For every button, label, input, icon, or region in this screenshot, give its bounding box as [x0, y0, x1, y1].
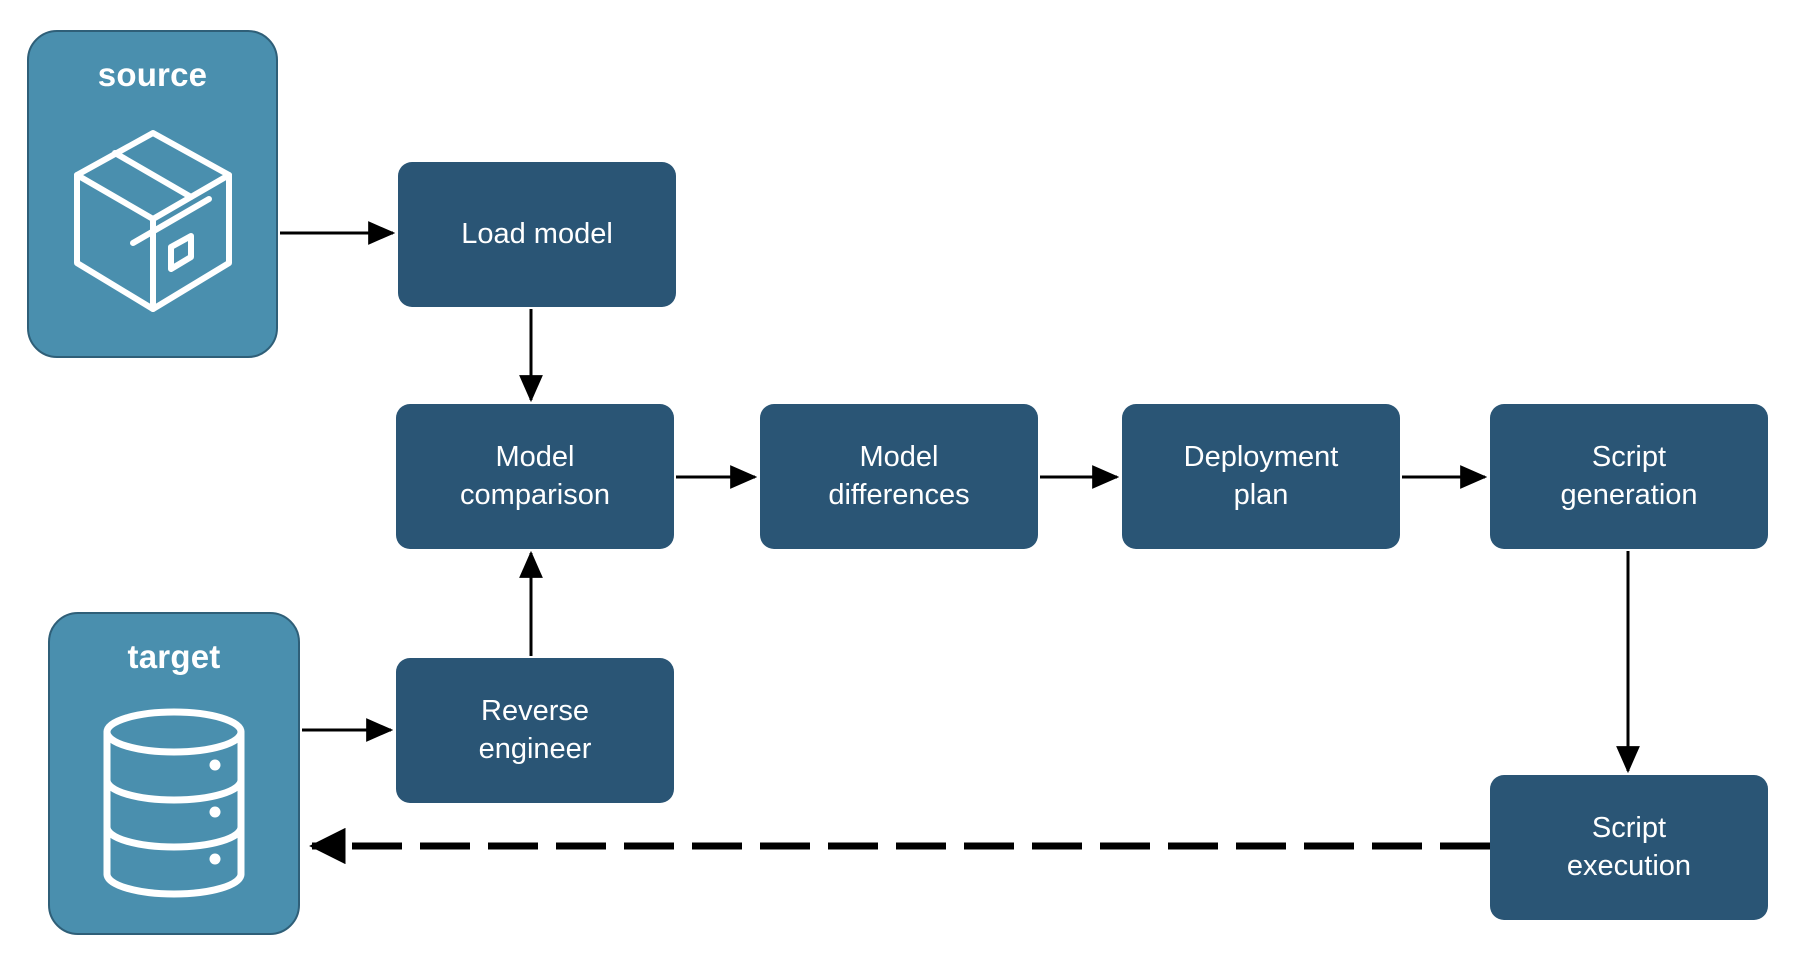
node-reverse-engineer[interactable]: Reverse engineer [396, 658, 674, 803]
node-model-differences-label: Model differences [828, 441, 970, 511]
node-script-generation-label: Script generation [1560, 441, 1698, 511]
node-deployment-plan-label: Deployment plan [1183, 441, 1339, 511]
node-load-model-label: Load model [461, 217, 613, 250]
endpoint-source-label: source [97, 56, 208, 93]
node-deployment-plan[interactable]: Deployment plan [1122, 404, 1400, 549]
node-reverse-engineer-label: Reverse engineer [478, 695, 592, 765]
node-model-comparison-label: Model comparison [460, 441, 610, 511]
package-box-icon [29, 91, 276, 356]
endpoint-target-label: target [127, 638, 221, 675]
node-model-comparison[interactable]: Model comparison [396, 404, 674, 549]
node-script-execution-label: Script execution [1566, 812, 1692, 882]
node-load-model[interactable]: Load model [398, 162, 676, 307]
database-cylinder-icon [50, 673, 298, 933]
endpoint-target[interactable]: target [48, 612, 300, 935]
node-script-execution[interactable]: Script execution [1490, 775, 1768, 920]
node-script-generation[interactable]: Script generation [1490, 404, 1768, 549]
endpoint-source[interactable]: source [27, 30, 278, 358]
node-model-differences[interactable]: Model differences [760, 404, 1038, 549]
